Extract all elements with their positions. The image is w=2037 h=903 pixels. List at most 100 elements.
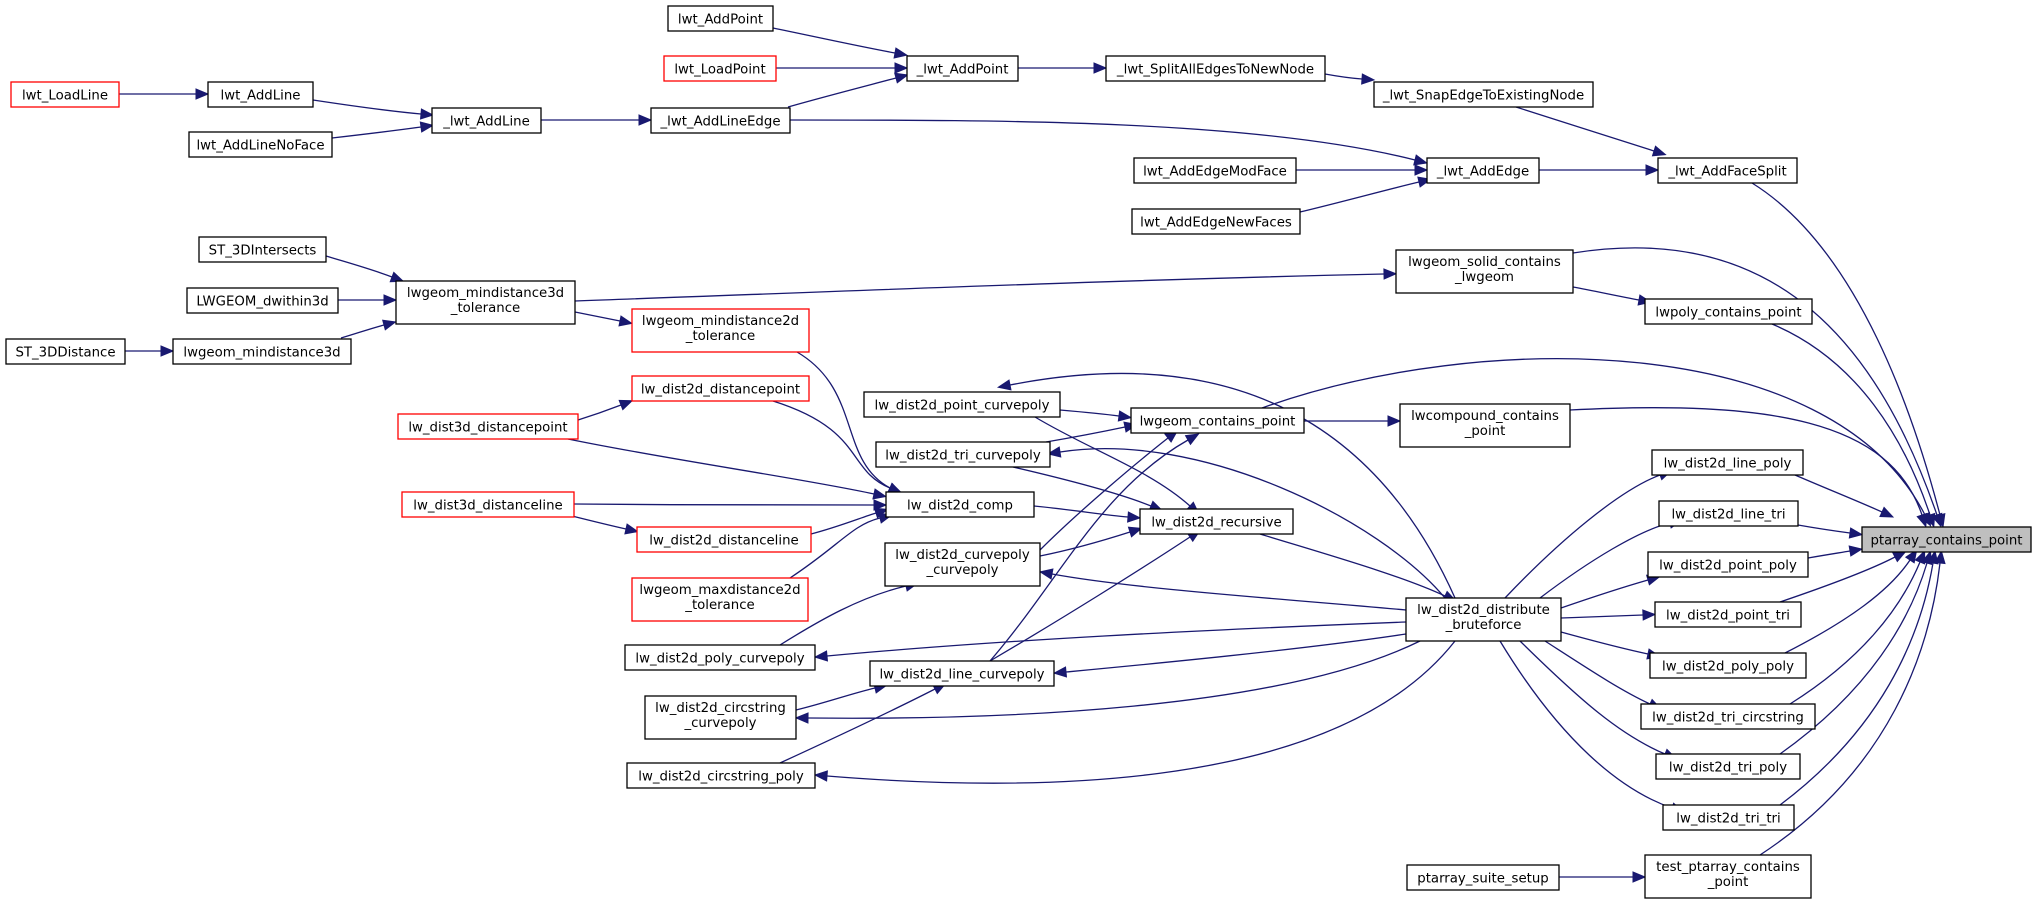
node-lw_dist2d_distancepoint[interactable]: lw_dist2d_distancepoint bbox=[631, 375, 810, 402]
node-_lwt_SplitAllEdgesToNewNode[interactable]: _lwt_SplitAllEdgesToNewNode bbox=[1105, 55, 1326, 82]
node-lw_dist2d_circstring_curvepoly[interactable]: lw_dist2d_circstring_curvepoly bbox=[644, 695, 797, 740]
node-lwt_AddEdgeNewFaces[interactable]: lwt_AddEdgeNewFaces bbox=[1131, 208, 1301, 235]
node-lw_dist2d_poly_poly[interactable]: lw_dist2d_poly_poly bbox=[1649, 652, 1807, 679]
node-lw_dist2d_tri_tri[interactable]: lw_dist2d_tri_tri bbox=[1662, 804, 1795, 831]
node-ptarray_suite_setup[interactable]: ptarray_suite_setup bbox=[1406, 864, 1560, 891]
arrowhead-icon bbox=[887, 482, 903, 494]
node-lwt_AddLine[interactable]: lwt_AddLine bbox=[207, 81, 314, 108]
arrowhead-icon bbox=[1879, 506, 1895, 518]
node-lw_dist2d_comp[interactable]: lw_dist2d_comp bbox=[885, 491, 1035, 518]
node-label: lw_dist2d_circstring_poly bbox=[638, 770, 804, 785]
node-box bbox=[186, 287, 339, 314]
node-lw_dist2d_line_poly[interactable]: lw_dist2d_line_poly bbox=[1651, 449, 1804, 476]
node-lw_dist2d_point_curvepoly[interactable]: lw_dist2d_point_curvepoly bbox=[863, 391, 1061, 418]
node-lwgeom_mindistance3d_tolerance[interactable]: lwgeom_mindistance3d_tolerance bbox=[395, 280, 576, 325]
node-lw_dist3d_distancepoint[interactable]: lw_dist3d_distancepoint bbox=[397, 413, 579, 440]
edge-lwcompound_contains_point-to-ptarray_contains_point bbox=[1569, 407, 1928, 528]
node-lw_dist2d_curvepoly_curvepoly[interactable]: lw_dist2d_curvepoly_curvepoly bbox=[884, 542, 1041, 587]
edge-line bbox=[1779, 562, 1934, 806]
edge-line bbox=[1045, 426, 1126, 443]
node-_lwt_AddLineEdge[interactable]: _lwt_AddLineEdge bbox=[650, 107, 791, 134]
node-lw_dist2d_distanceline[interactable]: lw_dist2d_distanceline bbox=[636, 526, 812, 553]
node-label: lwgeom_contains_point bbox=[1140, 415, 1296, 430]
node-lw_dist2d_circstring_poly[interactable]: lw_dist2d_circstring_poly bbox=[626, 762, 816, 789]
arrowhead-icon bbox=[1052, 666, 1068, 678]
node-label: lw_dist2d_curvepoly bbox=[895, 548, 1030, 563]
arrowhead-icon bbox=[160, 345, 175, 357]
node-lwt_AddEdgeModFace[interactable]: lwt_AddEdgeModFace bbox=[1133, 157, 1297, 184]
node-lw_dist3d_distanceline[interactable]: lw_dist3d_distanceline bbox=[401, 491, 575, 518]
node-lwt_AddPoint[interactable]: lwt_AddPoint bbox=[667, 5, 774, 32]
node-_lwt_AddPoint[interactable]: _lwt_AddPoint bbox=[906, 55, 1019, 82]
node-label: lwt_AddLineNoFace bbox=[196, 139, 324, 154]
node-_lwt_AddFaceSplit[interactable]: _lwt_AddFaceSplit bbox=[1657, 157, 1798, 184]
arrowhead-icon bbox=[389, 271, 405, 283]
node-label: lwgeom_maxdistance2d bbox=[639, 583, 800, 598]
node-box bbox=[395, 280, 576, 325]
node-test_ptarray_contains_point[interactable]: test_ptarray_contains_point bbox=[1644, 854, 1812, 899]
node-lwgeom_mindistance2d_tolerance[interactable]: lwgeom_mindistance2d_tolerance bbox=[631, 308, 810, 353]
node-ptarray_contains_point[interactable]: ptarray_contains_point bbox=[1861, 526, 2032, 553]
node-lw_dist2d_tri_circstring[interactable]: lw_dist2d_tri_circstring bbox=[1640, 703, 1816, 730]
node-lwt_AddLineNoFace[interactable]: lwt_AddLineNoFace bbox=[188, 131, 333, 158]
edge-lwt_AddPoint-to-_lwt_AddPoint bbox=[772, 27, 909, 59]
node-lw_dist2d_line_tri[interactable]: lw_dist2d_line_tri bbox=[1658, 500, 1799, 527]
node-label: ST_3DDistance bbox=[15, 346, 115, 361]
edge-line bbox=[1051, 573, 1407, 611]
edge-line bbox=[1560, 579, 1649, 609]
node-box bbox=[1373, 81, 1594, 108]
node-box bbox=[884, 542, 1041, 587]
edge-lwgeom_mindistance3d-to-lwgeom_mindistance3d_tolerance bbox=[340, 319, 397, 339]
node-lwt_LoadPoint[interactable]: lwt_LoadPoint bbox=[663, 55, 777, 82]
node-lw_dist2d_distribute_bruteforce[interactable]: lw_dist2d_distribute_bruteforce bbox=[1405, 597, 1562, 642]
node-ST_3DDistance[interactable]: ST_3DDistance bbox=[5, 338, 126, 365]
edge-line bbox=[1059, 409, 1120, 417]
node-lw_dist2d_recursive[interactable]: lw_dist2d_recursive bbox=[1139, 508, 1294, 535]
node-label: _tolerance bbox=[684, 598, 754, 613]
node-_lwt_SnapEdgeToExistingNode[interactable]: _lwt_SnapEdgeToExistingNode bbox=[1373, 81, 1594, 108]
node-lwcompound_contains_point[interactable]: lwcompound_contains_point bbox=[1399, 403, 1571, 448]
edge-line bbox=[989, 439, 1189, 662]
node-label: lwgeom_mindistance2d bbox=[642, 314, 799, 329]
edge-line bbox=[325, 255, 393, 278]
node-ST_3DIntersects[interactable]: ST_3DIntersects bbox=[198, 236, 327, 263]
edge-line bbox=[577, 404, 622, 421]
node-_lwt_AddLine[interactable]: _lwt_AddLine bbox=[431, 107, 542, 134]
arrowhead-icon bbox=[383, 294, 398, 306]
arrowhead-icon bbox=[873, 499, 888, 511]
node-LWGEOM_dwithin3d[interactable]: LWGEOM_dwithin3d bbox=[186, 287, 339, 314]
node-box bbox=[863, 391, 1061, 418]
edge-lw_dist2d_point_poly-to-ptarray_contains_point bbox=[1807, 545, 1864, 559]
node-label: _curvepoly bbox=[683, 716, 756, 731]
edge-line bbox=[787, 77, 897, 108]
node-lwpoly_contains_point[interactable]: lwpoly_contains_point bbox=[1644, 298, 1813, 325]
edge-line bbox=[1789, 561, 1921, 705]
node-box bbox=[885, 491, 1035, 518]
node-layer: ptarray_contains_point _lwt_AddFaceSplit _… bbox=[5, 5, 2032, 899]
node-lw_dist2d_poly_curvepoly[interactable]: lw_dist2d_poly_curvepoly bbox=[624, 644, 816, 671]
edge-line bbox=[340, 324, 385, 339]
node-lwgeom_mindistance3d[interactable]: lwgeom_mindistance3d bbox=[172, 338, 352, 365]
edge-line bbox=[1059, 448, 1446, 599]
node-_lwt_AddEdge[interactable]: _lwt_AddEdge bbox=[1426, 157, 1540, 184]
node-lw_dist2d_tri_poly[interactable]: lw_dist2d_tri_poly bbox=[1655, 753, 1801, 780]
edge-_lwt_AddLineEdge-to-_lwt_AddPoint bbox=[787, 72, 909, 108]
node-lw_dist2d_line_curvepoly[interactable]: lw_dist2d_line_curvepoly bbox=[869, 660, 1055, 687]
edge-line bbox=[807, 640, 1421, 719]
edge-line bbox=[826, 621, 1407, 657]
arrowhead-icon bbox=[1383, 268, 1398, 280]
edge-lw_dist2d_poly_poly-to-ptarray_contains_point bbox=[1784, 548, 1918, 654]
node-box bbox=[1640, 703, 1816, 730]
node-label: ST_3DIntersects bbox=[209, 244, 317, 259]
node-lw_dist2d_point_poly[interactable]: lw_dist2d_point_poly bbox=[1647, 551, 1809, 578]
edge-line bbox=[789, 119, 1416, 161]
node-lwgeom_solid_contains_lwgeom[interactable]: lwgeom_solid_contains_lwgeom bbox=[1395, 249, 1574, 294]
node-lw_dist2d_tri_curvepoly[interactable]: lw_dist2d_tri_curvepoly bbox=[875, 441, 1051, 468]
node-lw_dist2d_point_tri[interactable]: lw_dist2d_point_tri bbox=[1654, 601, 1802, 628]
node-lwt_LoadLine[interactable]: lwt_LoadLine bbox=[10, 81, 120, 108]
node-lwgeom_contains_point[interactable]: lwgeom_contains_point bbox=[1130, 407, 1305, 434]
node-box bbox=[650, 107, 791, 134]
node-lwgeom_maxdistance2d_tolerance[interactable]: lwgeom_maxdistance2d_tolerance bbox=[631, 577, 809, 622]
arrowhead-icon bbox=[894, 62, 909, 74]
edge-lwgeom_mindistance3d_tolerance-to-lwgeom_solid_contains_lwgeom bbox=[574, 268, 1398, 302]
